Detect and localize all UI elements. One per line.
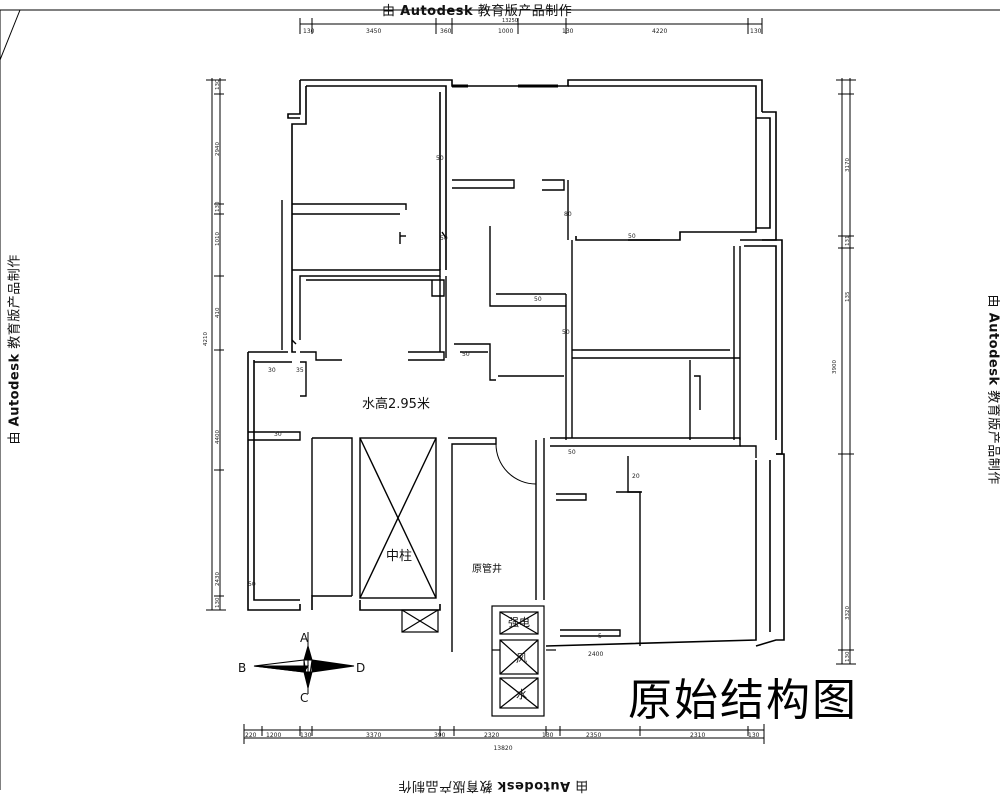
water-label: 水 xyxy=(516,688,527,701)
dim-inner-13: 50 xyxy=(248,581,256,588)
compass-north-label: A xyxy=(300,631,309,645)
dim-left-7: 2430 xyxy=(215,572,221,586)
dim-inner-11: 2400 xyxy=(588,651,603,658)
watermark-brand: Autodesk xyxy=(497,778,570,793)
dim-bottom-5: 2320 xyxy=(484,732,499,739)
dim-top-6: 130 xyxy=(750,28,762,35)
watermark-logo-icon: 由 xyxy=(986,295,1000,309)
dim-right-0: 3170 xyxy=(845,158,851,172)
compass-east-label: D xyxy=(356,661,365,675)
shaft-label: 原管井 xyxy=(472,562,502,575)
dim-bottom-7: 2350 xyxy=(586,732,601,739)
watermark-right: 由 Autodesk 教育版产品制作 xyxy=(986,295,1000,445)
watermark-brand: Autodesk xyxy=(400,4,473,19)
dim-top-3: 1000 xyxy=(498,28,513,35)
dim-left-6: 4400 xyxy=(215,430,221,444)
dim-inner-2: 80 xyxy=(564,211,572,218)
dim-bottom-3: 3370 xyxy=(366,732,381,739)
dim-inner-14: 35 xyxy=(296,367,304,374)
watermark-suffix: 教育版产品制作 xyxy=(8,254,23,349)
core-column-label: 中柱 xyxy=(386,549,412,564)
wind-label: 风 xyxy=(516,652,527,665)
dim-left-5: 4210 xyxy=(203,332,209,346)
hall-height-label: 水高2.95米 xyxy=(362,396,430,412)
dim-bottom-8: 2310 xyxy=(690,732,705,739)
dim-left-0: 130 xyxy=(215,79,221,90)
watermark-logo-icon: 由 xyxy=(382,4,396,19)
dim-right-3: 3900 xyxy=(832,360,838,374)
watermark-top: 由 Autodesk 教育版产品制作 xyxy=(382,0,572,19)
watermark-suffix: 教育版产品制作 xyxy=(986,390,1000,485)
dim-right-5: 130 xyxy=(845,651,851,662)
dim-inner-5: 50 xyxy=(462,351,470,358)
dim-bottom-6: 130 xyxy=(542,732,554,739)
right-dim-texts: 3170 131 135 3900 3320 130 xyxy=(832,158,851,662)
watermark-bottom: 由 Autodesk 教育版产品制作 xyxy=(398,778,588,797)
dim-inner-6: 50 xyxy=(628,233,636,240)
dim-top-1: 3450 xyxy=(366,28,381,35)
dim-left-3: 1010 xyxy=(215,232,221,246)
dim-inner-8: 30 xyxy=(268,367,276,374)
compass-south-label: C xyxy=(300,691,308,705)
dim-inner-1: 50 xyxy=(440,235,448,242)
elec-label: 强电 xyxy=(508,616,530,629)
bottom-dim-texts: 13820 220 1200 130 3370 390 2320 130 235… xyxy=(245,732,760,752)
top-dim-texts: 13250 130 3450 360 1000 130 4220 130 xyxy=(303,18,762,35)
dim-left-1: 2940 xyxy=(215,142,221,156)
dim-top-2: 360 xyxy=(440,28,452,35)
dim-inner-7: 30 xyxy=(274,431,282,438)
dim-left-8: 130 xyxy=(215,597,221,608)
inner-dim-texts: 50 50 80 50 50 50 50 30 30 20 50 2400 5 … xyxy=(248,155,640,658)
watermark-logo-icon: 由 xyxy=(8,431,23,445)
dim-inner-10: 50 xyxy=(568,449,576,456)
dim-bottom-1: 1200 xyxy=(266,732,281,739)
watermark-left: 由 Autodesk 教育版产品制作 xyxy=(4,295,23,445)
dim-inner-3: 50 xyxy=(534,296,542,303)
dim-top-0: 130 xyxy=(303,28,315,35)
dim-bottom-0: 220 xyxy=(245,732,257,739)
dim-right-1: 131 xyxy=(845,236,851,247)
watermark-logo-icon: 由 xyxy=(575,778,589,793)
watermark-brand: Autodesk xyxy=(8,353,23,426)
drawing-title: 原始结构图 xyxy=(628,664,858,728)
dim-top-5: 4220 xyxy=(652,28,667,35)
dim-left-2: 130 xyxy=(215,201,221,212)
dim-inner-0: 50 xyxy=(436,155,444,162)
watermark-brand: Autodesk xyxy=(986,313,1000,386)
watermark-suffix: 教育版产品制作 xyxy=(398,778,493,793)
dim-right-2: 135 xyxy=(845,291,851,302)
dim-bottom-2: 130 xyxy=(300,732,312,739)
watermark-suffix: 教育版产品制作 xyxy=(478,4,573,19)
dim-top-4: 130 xyxy=(562,28,574,35)
dim-bottom-4: 390 xyxy=(434,732,446,739)
dim-inner-9: 20 xyxy=(632,473,640,480)
dim-bottom-9: 130 xyxy=(748,732,760,739)
dim-bottom-total: 13820 xyxy=(493,745,512,752)
left-dim-texts: 130 2940 130 1010 410 4210 4400 2430 130 xyxy=(203,79,221,608)
dim-inner-12: 5 xyxy=(598,633,602,640)
dim-left-4: 410 xyxy=(215,307,221,318)
dim-right-4: 3320 xyxy=(845,606,851,620)
dim-inner-4: 50 xyxy=(562,329,570,336)
compass-west-label: B xyxy=(238,661,246,675)
